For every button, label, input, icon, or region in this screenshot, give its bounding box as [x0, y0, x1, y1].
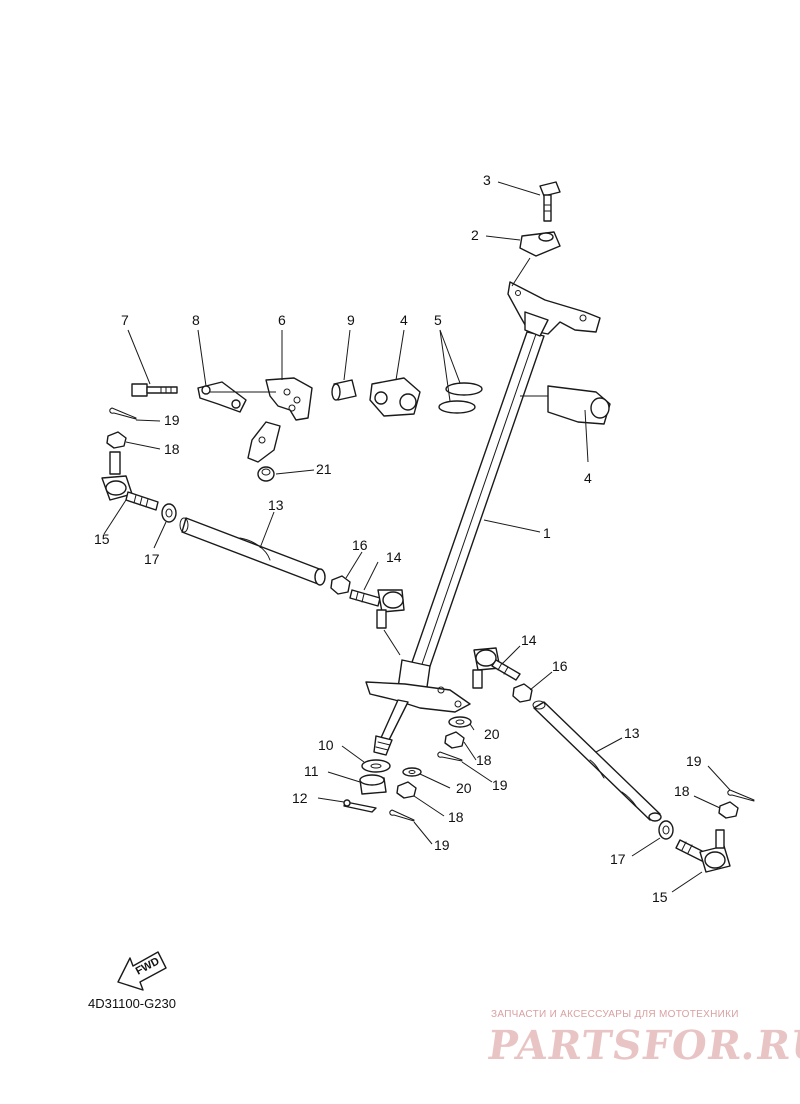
callout-1: 1: [543, 525, 551, 541]
callout-4-right: 4: [584, 470, 592, 486]
clamp-top-holder: [519, 231, 561, 257]
callout-19-left: 19: [164, 412, 180, 428]
callout-18-middle: 18: [476, 752, 492, 768]
hex-bolt: [131, 383, 178, 397]
cotter-pin-12: [343, 799, 377, 813]
callout-13-right: 13: [624, 725, 640, 741]
callout-12: 12: [292, 790, 308, 806]
callout-18-right: 18: [674, 783, 690, 799]
callout-8: 8: [192, 312, 200, 328]
locknut-right-lower: [658, 820, 674, 840]
callout-17-left: 17: [144, 551, 160, 567]
callout-18-left: 18: [164, 441, 180, 457]
callout-2: 2: [471, 227, 479, 243]
washer-20-upper: [448, 716, 472, 728]
bushing-right: [547, 385, 611, 425]
callout-19-right: 19: [686, 753, 702, 769]
flange-bolt: [539, 181, 561, 222]
leader-lines: [103, 181, 731, 893]
castle-nut-left: [106, 431, 127, 449]
clamp-plate: [197, 381, 247, 413]
cotter-pin-far-right: [727, 789, 755, 802]
callout-16-left: 16: [352, 537, 368, 553]
bushing-left: [369, 377, 421, 417]
callout-16-right: 16: [552, 658, 568, 674]
cotter-pin-left: [109, 407, 137, 420]
locknut-left: [161, 503, 177, 523]
plain-washer: [361, 759, 391, 773]
castle-nut-lower: [444, 731, 465, 749]
callout-14-right: 14: [521, 632, 537, 648]
callout-21: 21: [316, 461, 332, 477]
tie-rod-end-center: [349, 589, 405, 656]
shaft-nut: [359, 774, 387, 795]
watermark-logo: PARTSFOR.RU: [484, 1022, 800, 1069]
tie-rod-end-right-lower: [675, 829, 731, 873]
tie-rod-end-right: [472, 647, 521, 689]
callout-15-left: 15: [94, 531, 110, 547]
tie-rod-end-left: [101, 451, 159, 511]
callout-10: 10: [318, 737, 334, 753]
callout-4-left: 4: [400, 312, 408, 328]
washer-20-lower: [402, 767, 422, 777]
callout-5: 5: [434, 312, 442, 328]
callout-11: 11: [304, 763, 319, 779]
locknut-center: [330, 575, 351, 595]
callout-17-right: 17: [610, 851, 626, 867]
callout-7: 7: [121, 312, 129, 328]
collar: [331, 379, 357, 401]
castle-nut-bottom: [396, 781, 417, 799]
cotter-pin-bottom: [389, 809, 415, 822]
callout-labels: 3 2 1 7 8 6 9 4 5 4 19 18 21 15 17 13 16…: [94, 172, 702, 905]
callout-9: 9: [347, 312, 355, 328]
callout-19-bottom: 19: [434, 837, 450, 853]
watermark-tagline: ЗАПЧАСТИ И АКСЕССУАРЫ ДЛЯ МОТОТЕХНИКИ: [491, 1009, 739, 1020]
steering-shaft: [365, 281, 601, 756]
damper: [257, 466, 275, 482]
callout-18-bottom: 18: [448, 809, 464, 825]
callout-14-left: 14: [386, 549, 402, 565]
fwd-arrow-icon: FWD: [117, 951, 167, 991]
tie-rod-left: [179, 517, 326, 586]
callout-6: 6: [278, 312, 286, 328]
diagram-code: 4D31100-G230: [88, 996, 176, 1011]
callout-3: 3: [483, 172, 491, 188]
callout-15-right: 15: [652, 889, 668, 905]
callout-20-lower: 20: [456, 780, 472, 796]
tie-rod-right: [532, 700, 662, 822]
callout-20-upper: 20: [484, 726, 500, 742]
castle-nut-right: [718, 801, 739, 819]
steering-bracket: [247, 377, 313, 463]
cotter-pin-lower-right: [437, 751, 463, 762]
callout-19-middle: 19: [492, 777, 508, 793]
locknut-right: [512, 683, 533, 703]
callout-13-left: 13: [268, 497, 284, 513]
circlips: [438, 382, 483, 414]
